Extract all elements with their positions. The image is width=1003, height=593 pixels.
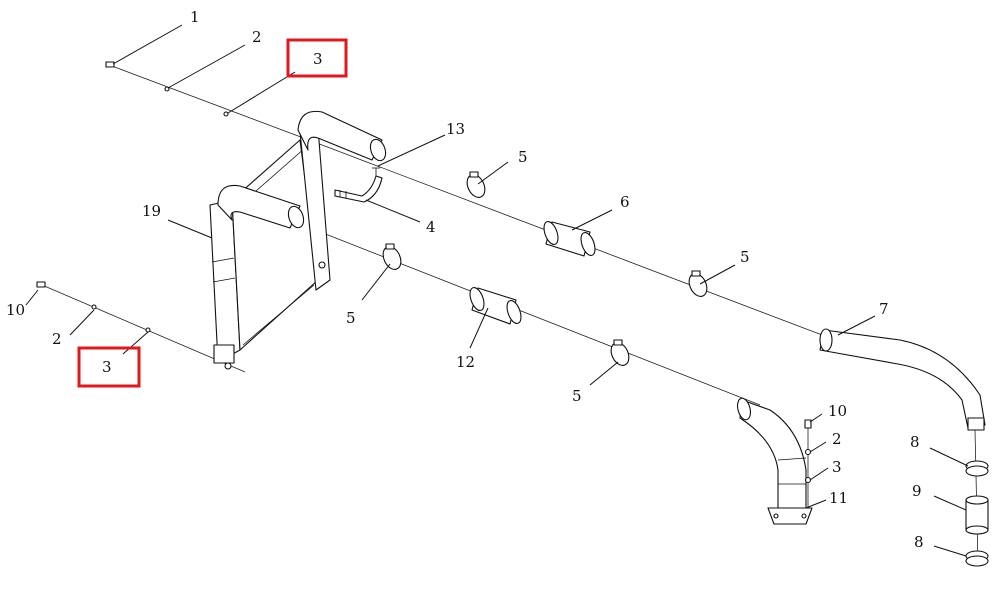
sleeve-9	[965, 495, 989, 535]
callout-5-c: 5	[740, 248, 750, 266]
callout-9: 9	[912, 482, 922, 500]
fasteners-left	[36, 281, 151, 333]
callout-11: 11	[829, 489, 848, 507]
callout-2-top: 2	[252, 28, 262, 46]
callout-6: 6	[620, 193, 630, 211]
bent-pipe-7	[819, 328, 986, 431]
callout-5-b: 5	[346, 309, 356, 327]
highlight-box-top	[286, 38, 348, 78]
leader-lines	[25, 24, 969, 557]
callout-7: 7	[879, 300, 889, 318]
callout-8-top: 8	[910, 433, 920, 451]
callout-2-right: 2	[832, 430, 842, 448]
straight-hose-6	[543, 220, 596, 257]
highlight-boxes	[77, 38, 348, 388]
callout-labels: 1 2 3 13 5 6 4 19 5 5 7 10 2 3 12 5 10 2…	[6, 8, 924, 551]
hose-clamp-lower-1	[382, 243, 402, 270]
bent-pipe-11	[736, 397, 813, 525]
clamp-8-top	[965, 460, 989, 477]
callout-10-right: 10	[828, 402, 847, 420]
hose-clamp-upper-2	[688, 270, 708, 297]
highlight-box-left	[77, 346, 141, 388]
clamp-8-bottom	[965, 550, 989, 567]
hose-clamp-lower-2	[610, 339, 630, 366]
bolt-13	[372, 167, 380, 176]
callout-1: 1	[190, 8, 200, 26]
fasteners-right	[804, 419, 812, 484]
callout-12: 12	[456, 353, 475, 371]
small-hose	[334, 175, 383, 203]
fasteners-top	[105, 61, 229, 117]
charge-air-cooler	[209, 110, 387, 370]
callout-3-left: 3	[102, 358, 112, 376]
callout-3-right: 3	[832, 458, 842, 476]
callout-19: 19	[142, 202, 161, 220]
callout-8-bottom: 8	[914, 533, 924, 551]
hose-clamp-upper-1	[466, 171, 486, 198]
callout-13: 13	[446, 120, 465, 138]
callout-5-a: 5	[518, 148, 528, 166]
callout-2-left: 2	[52, 330, 62, 348]
callout-5-d: 5	[572, 387, 582, 405]
callout-3-top: 3	[313, 50, 323, 68]
callout-10-left: 10	[6, 301, 25, 319]
straight-hose-12	[469, 286, 522, 325]
callout-4: 4	[426, 218, 436, 236]
